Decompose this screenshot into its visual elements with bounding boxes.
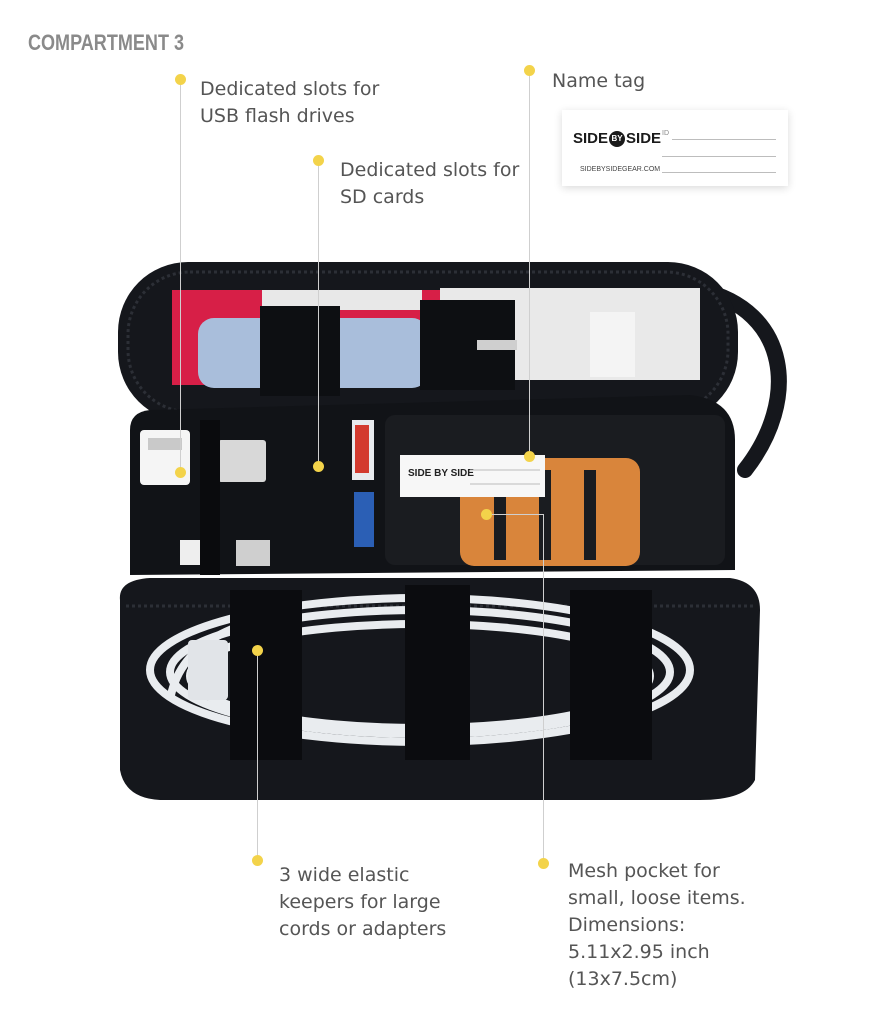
callout-mesh-text: Mesh pocket for small, loose items. Dime… [568, 858, 746, 993]
callout-dot-elastic [252, 645, 263, 656]
callout-sd-line2: SD cards [340, 186, 425, 208]
name-tag-line-2 [662, 156, 776, 157]
callout-usb-text: Dedicated slots for USB flash drives [200, 76, 379, 130]
callout-mesh-line5: (13x7.5cm) [568, 968, 678, 990]
callout-nametag-line1: Name tag [552, 70, 646, 92]
callout-dot-mesh-end [538, 858, 549, 869]
callout-usb-line2: USB flash drives [200, 105, 355, 127]
callout-line-usb [180, 85, 181, 470]
callout-line-mesh [543, 514, 544, 859]
callout-dot-mesh [481, 509, 492, 520]
brand-right: SIDE [626, 130, 662, 147]
callout-hline-mesh [492, 514, 543, 515]
page-title: COMPARTMENT 3 [28, 30, 185, 55]
callout-nametag-text: Name tag [552, 68, 645, 95]
callout-mesh-line3: Dimensions: [568, 914, 686, 936]
callout-sd-text: Dedicated slots for SD cards [340, 157, 519, 211]
callout-dot-usb-end [175, 467, 186, 478]
callout-sd-line1: Dedicated slots for [340, 159, 520, 181]
callout-dot-nametag-end [524, 451, 535, 462]
callout-dot-sd [313, 155, 324, 166]
callout-line-elastic [257, 656, 258, 856]
callout-mesh-line4: 5.11x2.95 inch [568, 941, 710, 963]
callout-elastic-text: 3 wide elastic keepers for large cords o… [279, 862, 446, 943]
callout-dot-elastic-end [252, 855, 263, 866]
svg-text:SIDE BY SIDE: SIDE BY SIDE [408, 468, 474, 479]
callout-line-sd [318, 166, 319, 464]
callout-mesh-line1: Mesh pocket for [568, 860, 720, 882]
callout-elastic-line1: 3 wide elastic [279, 864, 410, 886]
name-tag-line-1 [672, 139, 776, 140]
callout-mesh-line2: small, loose items. [568, 887, 746, 909]
brand-left: SIDE [573, 130, 609, 147]
callout-dot-nametag [524, 65, 535, 76]
callout-dot-sd-end [313, 461, 324, 472]
callout-line-nametag [529, 76, 530, 454]
name-tag-id-label: ID [662, 130, 669, 137]
callout-usb-line1: Dedicated slots for [200, 78, 380, 100]
callout-elastic-line3: cords or adapters [279, 918, 447, 940]
callout-dot-usb [175, 74, 186, 85]
name-tag-line-3 [662, 172, 776, 173]
brand-mid: BY [609, 131, 626, 148]
callout-elastic-line2: keepers for large [279, 891, 441, 913]
name-tag-website: SIDEBYSIDEGEAR.COM [580, 166, 661, 173]
